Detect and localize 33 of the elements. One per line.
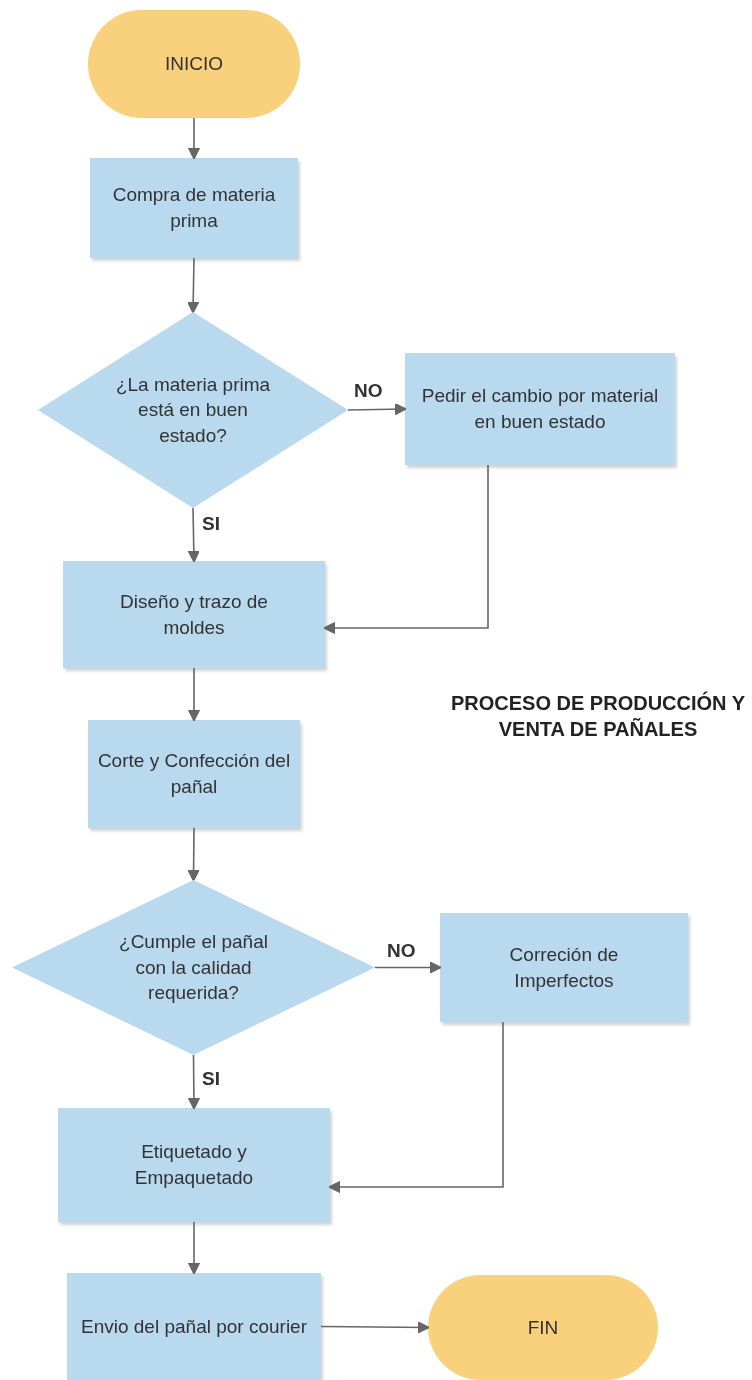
arrow [187, 507, 200, 563]
arrow [323, 464, 489, 635]
arrow [187, 117, 201, 160]
node-text: Etiquetado y Empaquetado [133, 1140, 255, 1190]
process-box [90, 158, 298, 258]
diagram-title: PROCESO DE PRODUCCIÓN Y VENTA DE PAÑALES [449, 690, 747, 742]
node-text: Pedir el cambio por material en buen estado [420, 384, 660, 434]
process-box [405, 353, 675, 465]
decision-diamond [12, 880, 375, 1055]
arrow [347, 403, 407, 416]
node-text: INICIO [164, 52, 224, 77]
node-text: Compra de materia prima [111, 183, 277, 233]
node-text: FIN [527, 1315, 559, 1340]
node-text: ¿La materia prima está en buen estado? [114, 372, 272, 448]
process-box [88, 720, 300, 828]
node-text: Correción de Imperfectos [508, 942, 620, 993]
arrow [187, 667, 201, 722]
process-box [440, 913, 688, 1022]
process-box [67, 1273, 321, 1380]
arrow [328, 1021, 504, 1194]
node-text: Diseño y trazo de moldes [119, 589, 269, 640]
process-box [63, 561, 325, 668]
node-text: Corte y Confección del pañal [96, 749, 292, 799]
arrow [320, 1321, 430, 1334]
arrow [187, 827, 200, 882]
decision-diamond [38, 312, 348, 508]
arrow [374, 961, 442, 974]
node-text: Envio del pañal por courier [81, 1314, 307, 1339]
arrow [187, 1221, 201, 1275]
arrow [187, 1054, 201, 1110]
node-text: ¿Cumple el pañal con la calidad requerida? [118, 930, 269, 1006]
arrow [187, 257, 200, 314]
process-box [58, 1108, 330, 1222]
